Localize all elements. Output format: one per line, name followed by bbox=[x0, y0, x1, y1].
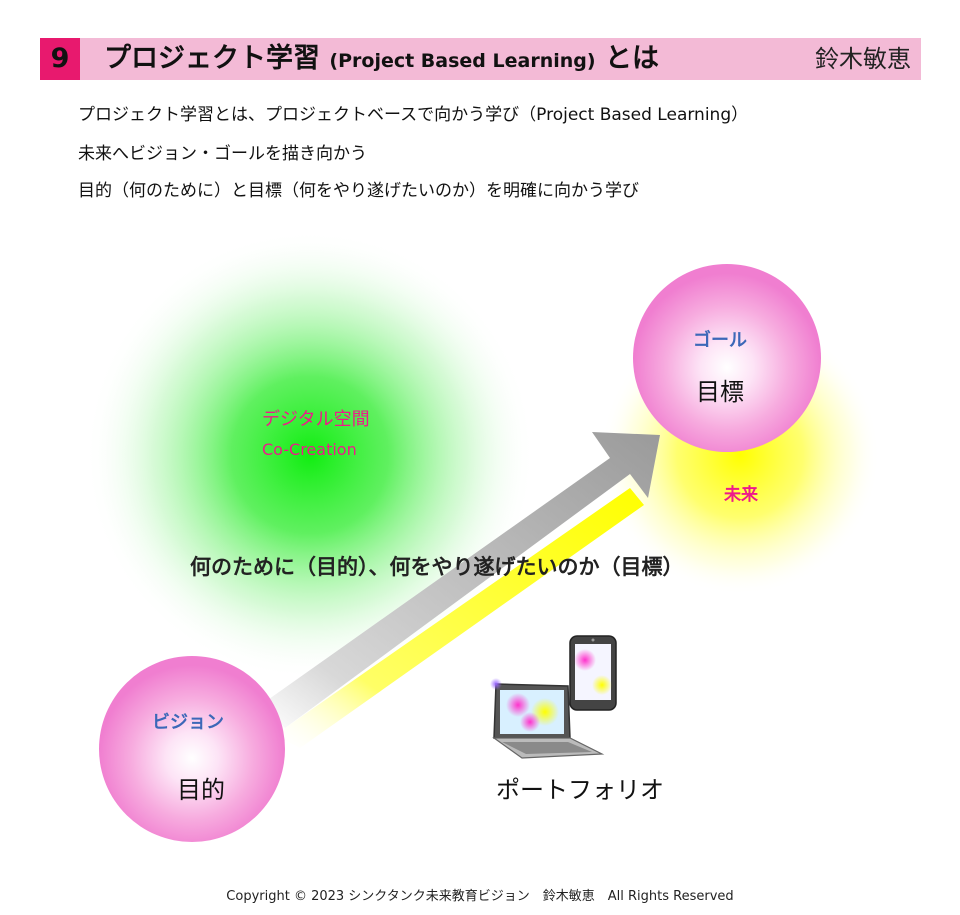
arrow-yellow-band bbox=[275, 488, 644, 748]
digital-space-label: デジタル空間 bbox=[262, 409, 370, 430]
title-sub: (Project Based Learning) bbox=[329, 50, 596, 72]
intro-line-1: プロジェクト学習とは、プロジェクトベースで向かう学び（Project Based… bbox=[78, 105, 749, 125]
intro-line-3: 目的（何のために）と目標（何をやり遂げたいのか）を明確に向かう学び bbox=[78, 181, 639, 201]
goal-label: ゴール bbox=[693, 330, 747, 351]
laptop-icon bbox=[490, 678, 605, 759]
future-label: 未来 bbox=[724, 485, 758, 505]
purpose-label: 目的 bbox=[177, 776, 225, 804]
digital-space-glow bbox=[85, 230, 535, 680]
purpose-question-label: 何のために（目的）、何をやり遂げたいのか（目標） bbox=[190, 555, 684, 579]
intro-line-2: 未来へビジョン・ゴールを描き向かう bbox=[78, 144, 367, 164]
smartphone-icon bbox=[569, 635, 617, 711]
copyright-footer: Copyright © 2023 シンクタンク未来教育ビジョン 鈴木敏恵 All… bbox=[226, 889, 734, 904]
vision-label: ビジョン bbox=[152, 712, 224, 733]
page-title: プロジェクト学習 (Project Based Learning) とは bbox=[104, 38, 659, 80]
goal-sphere bbox=[633, 264, 821, 452]
co-creation-label: Co-Creation bbox=[262, 440, 357, 459]
author-name: 鈴木敏恵 bbox=[815, 45, 911, 73]
title-tail: とは bbox=[604, 43, 659, 74]
growth-arrow bbox=[262, 432, 660, 728]
vision-sphere bbox=[99, 656, 285, 842]
chapter-number: 9 bbox=[40, 38, 80, 80]
target-label: 目標 bbox=[696, 378, 744, 406]
portfolio-label: ポートフォリオ bbox=[496, 776, 664, 804]
header-bar: 9 プロジェクト学習 (Project Based Learning) とは 鈴… bbox=[40, 38, 921, 80]
title-main: プロジェクト学習 bbox=[104, 43, 320, 74]
